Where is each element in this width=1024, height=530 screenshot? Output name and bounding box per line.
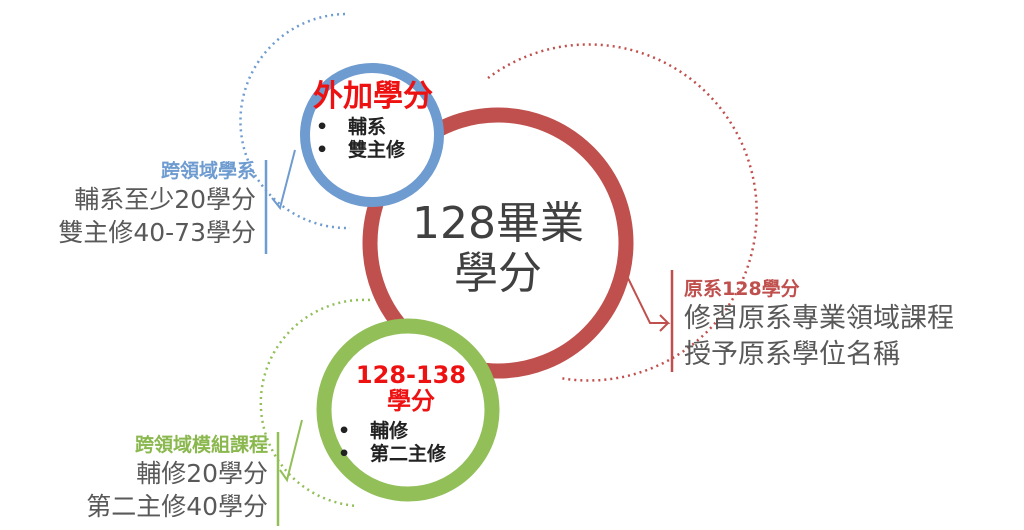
bullet-icon: • [338, 420, 351, 442]
blue-circle-list: •輔系 •雙主修 [316, 116, 405, 162]
left-top-line-2: 雙主修40-73學分 [58, 218, 256, 247]
green-title-line-1: 128-138 [355, 361, 467, 389]
green-dotted-arc [259, 298, 371, 508]
red-dotted-arc [487, 43, 758, 382]
left-bottom-line-1: 輔修20學分 [136, 459, 268, 488]
right-heading: 原系128學分 [684, 278, 800, 300]
green-circle-title: 128-138 學分 [346, 362, 476, 414]
bullet-icon: • [338, 443, 351, 465]
red-ring [362, 107, 634, 379]
left-bottom-line-2: 第二主修40學分 [86, 492, 268, 521]
list-item: •輔系 [316, 116, 387, 138]
green-title-line-2: 學分 [387, 387, 435, 415]
list-item: •輔修 [338, 420, 409, 442]
left-top-line-1: 輔系至少20學分 [74, 185, 256, 214]
list-item: •雙主修 [316, 139, 406, 161]
right-label: 原系128學分 修習原系專業領域課程 授予原系學位名稱 [684, 274, 954, 373]
left-bottom-heading: 跨領域模組課程 [134, 434, 268, 456]
bullet-icon: • [316, 139, 329, 161]
right-line-1: 修習原系專業領域課程 [684, 303, 954, 334]
blue-ring [300, 63, 444, 207]
center-text: 128畢業 學分 [408, 199, 588, 299]
green-connector [279, 419, 303, 483]
blue-connector [271, 149, 296, 211]
list-item: •第二主修 [338, 443, 447, 465]
right-line-2: 授予原系學位名稱 [684, 339, 900, 370]
red-connector [624, 271, 671, 332]
bullet-icon: • [316, 116, 329, 138]
center-line-2: 學分 [454, 248, 542, 299]
green-ring [316, 318, 500, 502]
center-line-1: 128畢業 [412, 198, 584, 249]
left-top-heading: 跨領域學系 [160, 160, 256, 182]
left-bottom-label: 跨領域模組課程 輔修20學分 第二主修40學分 [86, 430, 268, 523]
blue-circle-title: 外加學分 [313, 79, 433, 114]
left-top-label: 跨領域學系 輔系至少20學分 雙主修40-73學分 [58, 156, 256, 249]
green-circle-list: •輔修 •第二主修 [338, 420, 446, 466]
